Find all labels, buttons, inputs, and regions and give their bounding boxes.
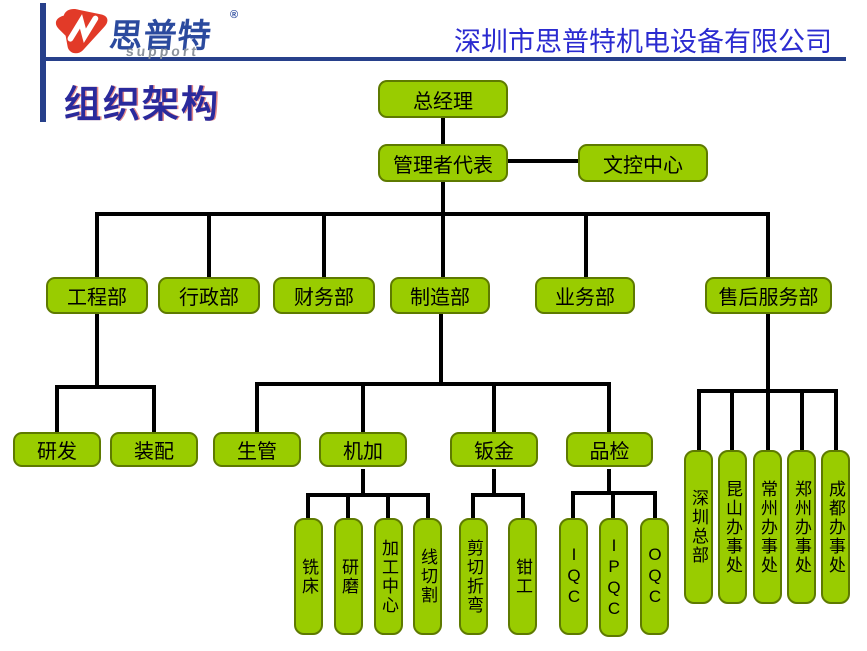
org-node-production-control: 生管	[213, 432, 301, 467]
connector-line	[55, 385, 59, 432]
connector-line	[441, 118, 445, 144]
connector-line	[439, 314, 443, 384]
org-node-chengdu-office: 成都办事处	[821, 450, 850, 604]
connector-line	[834, 389, 838, 450]
connector-line	[766, 212, 770, 277]
org-node-engineering: 工程部	[46, 277, 148, 314]
connector-line	[361, 469, 365, 495]
org-node-machining-center: 加工中心	[374, 518, 403, 635]
org-node-manufacturing: 制造部	[390, 277, 490, 314]
org-node-fitter: 钳工	[508, 518, 537, 635]
org-node-management-rep: 管理者代表	[378, 144, 508, 182]
org-node-general-manager: 总经理	[378, 80, 508, 118]
connector-line	[95, 314, 99, 387]
org-node-doc-control: 文控中心	[578, 144, 708, 182]
brand-subtitle: support	[125, 43, 200, 59]
org-node-assembly: 装配	[110, 432, 198, 467]
org-node-machining: 机加	[319, 432, 407, 467]
connector-line	[55, 385, 156, 389]
connector-line	[207, 212, 211, 277]
connector-line	[361, 382, 365, 432]
connector-line	[607, 382, 611, 432]
org-node-business: 业务部	[535, 277, 635, 314]
connector-line	[441, 182, 445, 277]
connector-line	[386, 493, 390, 518]
connector-line	[95, 212, 99, 277]
connector-line	[152, 385, 156, 432]
org-node-changzhou-office: 常州办事处	[753, 450, 782, 604]
connector-line	[95, 212, 770, 216]
page-title: 组织架构	[64, 85, 220, 126]
header-rule	[40, 57, 846, 61]
org-node-kunshan-office: 昆山办事处	[718, 450, 747, 604]
connector-line	[584, 212, 588, 277]
connector-line	[471, 493, 475, 518]
connector-line	[730, 389, 734, 450]
connector-line	[306, 493, 310, 518]
org-node-shenzhen-hq: 深圳总部	[684, 450, 713, 604]
header-accent-bar	[40, 3, 46, 122]
org-node-finance: 财务部	[273, 277, 375, 314]
connector-line	[611, 491, 615, 518]
connector-line	[521, 493, 525, 518]
connector-line	[471, 493, 525, 497]
connector-line	[571, 491, 575, 518]
connector-line	[426, 493, 430, 518]
org-node-iqc: IQC	[559, 518, 588, 635]
brand-registered-mark: ®	[230, 9, 239, 21]
org-node-zhengzhou-office: 郑州办事处	[787, 450, 816, 604]
brand-logo: 思普特 ® support	[52, 7, 252, 59]
brand-logo-icon	[55, 9, 108, 54]
org-node-after-sales: 售后服务部	[705, 277, 832, 314]
connector-line	[255, 382, 259, 432]
org-node-wire-cutting: 线切割	[413, 518, 442, 635]
org-node-admin: 行政部	[158, 277, 260, 314]
connector-line	[697, 389, 701, 450]
connector-line	[346, 493, 350, 518]
org-node-sheet-metal: 钣金	[450, 432, 538, 467]
connector-line	[322, 212, 326, 277]
company-name: 深圳市思普特机电设备有限公司	[454, 27, 832, 57]
connector-line	[766, 389, 770, 450]
org-node-grinding: 研磨	[334, 518, 363, 635]
org-node-ipqc: IPQC	[599, 518, 628, 637]
connector-line	[607, 469, 611, 495]
org-node-milling: 铣床	[294, 518, 323, 635]
org-node-oqc: OQC	[640, 518, 669, 635]
org-node-quality: 品检	[566, 432, 653, 467]
connector-line	[653, 491, 657, 518]
connector-line	[306, 493, 430, 497]
connector-line	[492, 382, 496, 432]
connector-line	[800, 389, 804, 450]
connector-line	[766, 314, 770, 391]
org-node-shear-bending: 剪切折弯	[459, 518, 488, 635]
connector-line	[255, 382, 611, 386]
org-node-rnd: 研发	[13, 432, 101, 467]
connector-line	[508, 159, 578, 163]
connector-line	[492, 469, 496, 495]
